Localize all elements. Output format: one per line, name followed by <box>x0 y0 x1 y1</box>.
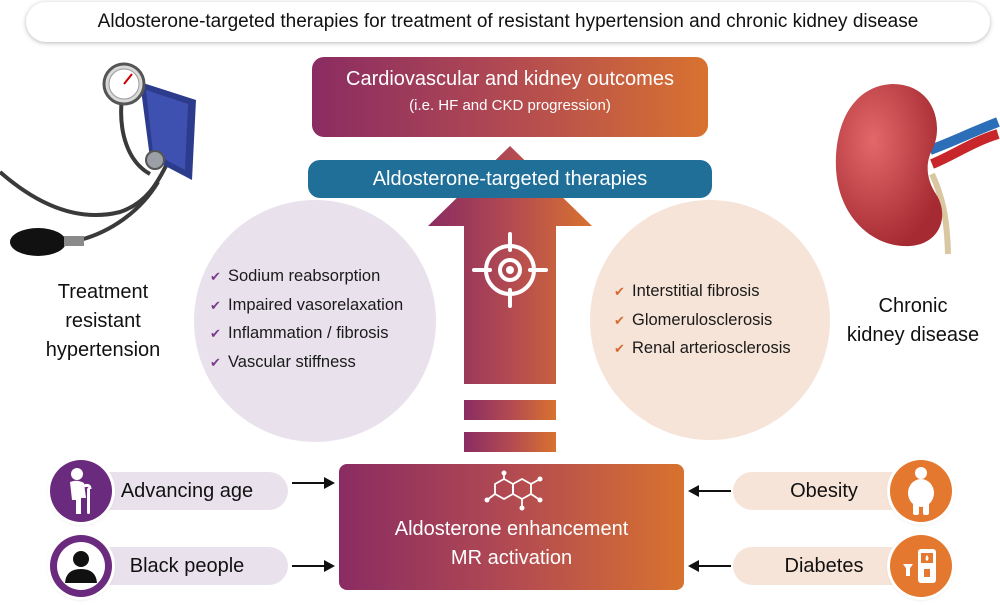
obese-person-icon <box>890 460 952 522</box>
factor-obesity: Obesity <box>733 472 915 510</box>
upward-arrow <box>428 146 592 452</box>
arrow-right-icon <box>292 477 335 489</box>
molecule-icon <box>484 470 543 511</box>
arrow-left-icon <box>688 485 731 497</box>
hypertension-mechanism-list: ✔ Sodium reabsorption ✔ Impaired vasorelax… <box>210 262 403 376</box>
mr-activation-label: MR activation <box>450 547 573 569</box>
aldosterone-enhancement-label: Aldosterone enhancement <box>394 518 629 540</box>
list-item-label: Impaired vasorelaxation <box>228 295 404 314</box>
person-icon <box>50 535 112 597</box>
list-item: ✔ Inflammation / fibrosis <box>210 319 403 348</box>
factor-diabetes: Diabetes <box>733 547 915 585</box>
therapies-banner: Aldosterone-targeted therapies <box>308 160 712 198</box>
factor-black-people: Black people <box>86 547 288 585</box>
list-item: ✔ Interstitial fibrosis <box>614 277 791 306</box>
list-item: ✔ Glomerulosclerosis <box>614 306 791 335</box>
list-item-label: Glomerulosclerosis <box>632 310 773 329</box>
check-icon: ✔ <box>210 354 221 370</box>
kidney-icon <box>835 84 1000 255</box>
check-icon: ✔ <box>210 297 221 313</box>
check-icon: ✔ <box>614 341 625 356</box>
hypertension-mechanisms-circle <box>194 200 436 442</box>
list-item: ✔ Vascular stiffness <box>210 348 403 377</box>
label-line: hypertension <box>45 339 161 361</box>
outcomes-box: Cardiovascular and kidney outcomes (i.e.… <box>312 57 708 137</box>
outcomes-title: Cardiovascular and kidney outcomes <box>346 68 674 90</box>
diagram-title: Aldosterone-targeted therapies for treat… <box>26 2 990 42</box>
aldosterone-box: Aldosterone enhancement MR activation <box>339 464 684 590</box>
arrow-right-icon <box>292 560 335 572</box>
label-line: resistant <box>65 310 141 332</box>
list-item-label: Sodium reabsorption <box>228 267 381 285</box>
glucose-meter-icon <box>890 535 952 597</box>
label-line: Chronic <box>878 295 948 317</box>
label-line: Treatment <box>57 281 149 303</box>
list-item: ✔ Impaired vasorelaxation <box>210 291 403 320</box>
list-item: ✔ Sodium reabsorption <box>210 262 403 291</box>
list-item-label: Interstitial fibrosis <box>632 282 760 300</box>
list-item-label: Renal arteriosclerosis <box>632 339 791 357</box>
outcomes-subtitle: (i.e. HF and CKD progression) <box>409 97 611 114</box>
ckd-mechanism-list: ✔ Interstitial fibrosis ✔ Glomeruloscleros… <box>614 277 791 363</box>
hypertension-label: Treatment resistant hypertension <box>28 278 178 365</box>
elderly-person-icon <box>50 460 112 522</box>
arrow-left-icon <box>688 560 731 572</box>
list-item-label: Vascular stiffness <box>228 352 356 371</box>
check-icon: ✔ <box>210 326 221 341</box>
ckd-mechanisms-circle <box>590 200 830 440</box>
label-line: kidney disease <box>846 324 980 346</box>
list-item-label: Inflammation / fibrosis <box>228 324 389 342</box>
blood-pressure-cuff-icon <box>0 62 196 256</box>
check-icon: ✔ <box>614 284 625 299</box>
ckd-label: Chronic kidney disease <box>838 292 988 350</box>
factor-advancing-age: Advancing age <box>86 472 288 510</box>
check-icon: ✔ <box>614 312 625 328</box>
target-icon <box>472 232 548 308</box>
check-icon: ✔ <box>210 269 221 284</box>
list-item: ✔ Renal arteriosclerosis <box>614 334 791 363</box>
